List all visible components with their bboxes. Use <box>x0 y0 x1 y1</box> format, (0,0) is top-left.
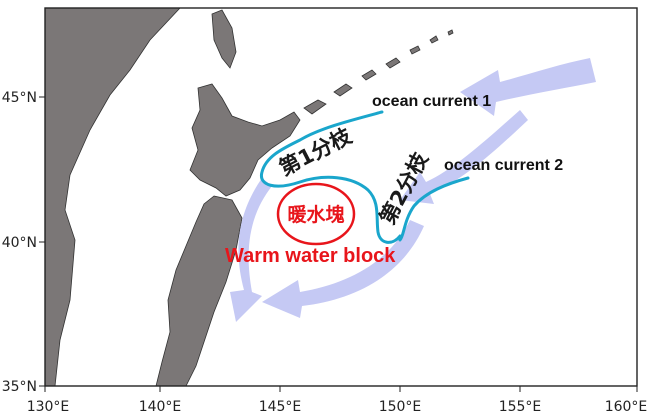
flow-arrow-northeast <box>460 58 596 116</box>
lon-tick-label: 140°E <box>139 399 182 415</box>
lon-tick-label: 145°E <box>259 399 302 415</box>
island-kuril-3 <box>361 69 377 81</box>
current-2-label: ocean current 2 <box>444 157 563 174</box>
flow-arrow-coastal <box>230 178 272 322</box>
island-honshu <box>155 195 243 386</box>
lon-tick-label: 130°E <box>27 399 70 415</box>
map-ocean <box>45 8 637 386</box>
current-line-2 <box>398 176 470 242</box>
lon-tick-label: 150°E <box>379 399 422 415</box>
lon-tick-label: 155°E <box>499 399 542 415</box>
lat-tick-label: 35°N <box>2 379 37 395</box>
map-frame <box>44 7 638 387</box>
island-kuril-2 <box>333 83 353 97</box>
island-kuril-4 <box>385 57 401 69</box>
lat-tick-label: 45°N <box>2 90 37 106</box>
current-1-label: ocean current 1 <box>372 93 491 110</box>
flow-arrow-southwest <box>262 220 424 318</box>
lat-tick-label: 40°N <box>2 235 37 251</box>
island-kuril-7 <box>447 29 454 36</box>
island-hokkaido <box>189 83 301 197</box>
current-line-1 <box>260 110 402 244</box>
axis-ticks <box>39 96 638 392</box>
island-kuril-5 <box>409 45 421 55</box>
warm-block-jp-label: 暖水塊 <box>287 203 344 226</box>
current-lines <box>260 110 470 244</box>
island-sakhalin <box>211 9 237 69</box>
flow-arrows <box>230 58 596 322</box>
land-masses <box>45 8 454 386</box>
warm-water-block <box>276 182 356 246</box>
warm-block-label: Warm water block <box>225 245 396 267</box>
lon-tick-label: 160°E <box>605 399 648 415</box>
island-kuril-1 <box>303 99 327 115</box>
mainland-asia <box>45 8 181 386</box>
flow-arrow-east <box>400 110 528 204</box>
island-kuril-6 <box>429 35 439 44</box>
